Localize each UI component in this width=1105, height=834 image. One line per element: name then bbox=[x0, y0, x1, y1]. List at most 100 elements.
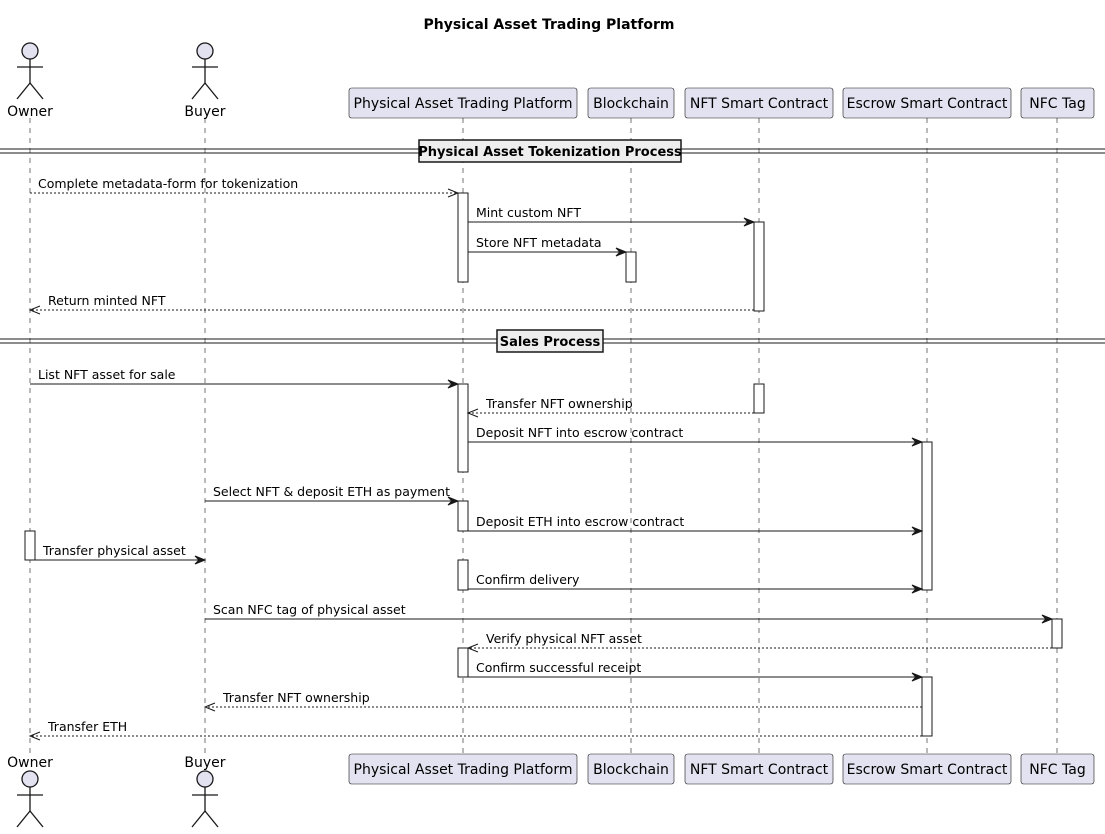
divider-label: Sales Process bbox=[500, 335, 601, 350]
participant-label: Escrow Smart Contract bbox=[847, 762, 1008, 778]
messages: Complete metadata-form for tokenizationM… bbox=[28, 176, 1054, 741]
message-label: Transfer ETH bbox=[47, 719, 127, 734]
message-9: Transfer physical asset bbox=[35, 543, 207, 565]
message-15: Transfer ETH bbox=[28, 719, 922, 741]
message-7: Select NFT & deposit ETH as payment bbox=[205, 484, 460, 506]
message-label: Transfer NFT ownership bbox=[222, 690, 370, 705]
actor-label: Owner bbox=[7, 755, 53, 771]
participant-nft-top: NFT Smart Contract bbox=[684, 87, 834, 119]
actor-owner-top: Owner bbox=[7, 42, 53, 120]
message-2: Store NFT metadata bbox=[468, 235, 628, 257]
arrow-head bbox=[911, 672, 924, 682]
actor-head-icon bbox=[21, 770, 39, 788]
actor-label: Buyer bbox=[184, 755, 225, 771]
participant-platform-bottom: Physical Asset Trading Platform bbox=[348, 753, 578, 785]
message-label: Verify physical NFT asset bbox=[486, 631, 642, 646]
participant-escrow-top: Escrow Smart Contract bbox=[842, 87, 1012, 119]
participant-nft-bottom: NFT Smart Contract bbox=[684, 753, 834, 785]
message-label: Mint custom NFT bbox=[476, 205, 581, 220]
divider-0: Physical Asset Tokenization Process bbox=[0, 139, 1105, 163]
message-label: Deposit ETH into escrow contract bbox=[476, 514, 684, 529]
participant-platform-top: Physical Asset Trading Platform bbox=[348, 87, 578, 119]
actor-owner-bottom: Owner bbox=[7, 755, 53, 828]
participant-nfc-bottom: NFC Tag bbox=[1020, 753, 1095, 785]
message-label: Return minted NFT bbox=[48, 293, 166, 308]
arrow-head bbox=[447, 379, 460, 389]
divider-label: Physical Asset Tokenization Process bbox=[418, 145, 682, 160]
participant-box bbox=[1020, 87, 1095, 119]
message-label: Transfer physical asset bbox=[42, 543, 186, 558]
message-label: List NFT asset for sale bbox=[38, 367, 176, 382]
participant-escrow-bottom: Escrow Smart Contract bbox=[842, 753, 1012, 785]
arrow-head bbox=[911, 584, 924, 594]
participant-box bbox=[842, 87, 1012, 119]
participant-label: Physical Asset Trading Platform bbox=[354, 762, 573, 778]
actor-leg bbox=[16, 810, 31, 828]
participant-box bbox=[842, 753, 1012, 785]
participant-label: Physical Asset Trading Platform bbox=[354, 96, 573, 112]
message-4: List NFT asset for sale bbox=[30, 367, 460, 389]
activation-bar-platform bbox=[457, 500, 469, 532]
participant-label: NFT Smart Contract bbox=[690, 96, 829, 112]
participant-label: NFC Tag bbox=[1029, 762, 1085, 778]
actor-buyer-top: Buyer bbox=[184, 42, 226, 120]
actor-label: Owner bbox=[7, 104, 53, 120]
divider-box bbox=[418, 139, 682, 163]
message-label: Transfer NFT ownership bbox=[485, 396, 633, 411]
activation-bar-platform bbox=[457, 559, 469, 591]
arrow-head bbox=[911, 526, 924, 536]
arrow-head bbox=[743, 217, 756, 227]
actor-head-icon bbox=[196, 42, 214, 60]
arrow-head bbox=[615, 247, 628, 257]
participant-box bbox=[587, 87, 675, 119]
activation-bar-nft bbox=[753, 221, 765, 312]
participant-label: NFT Smart Contract bbox=[690, 762, 829, 778]
activation-bar-escrow bbox=[921, 441, 933, 591]
message-label: Store NFT metadata bbox=[476, 235, 602, 250]
message-label: Confirm delivery bbox=[476, 572, 580, 587]
divider-1: Sales Process bbox=[0, 329, 1105, 353]
dividers: Physical Asset Tokenization ProcessSales… bbox=[0, 139, 1105, 353]
arrow-head bbox=[194, 555, 207, 565]
actor-buyer-bottom: Buyer bbox=[184, 755, 226, 828]
participant-nfc-top: NFC Tag bbox=[1020, 87, 1095, 119]
arrow-head bbox=[28, 731, 41, 741]
participant-box bbox=[1020, 753, 1095, 785]
message-10: Confirm delivery bbox=[468, 572, 924, 594]
arrow-head bbox=[466, 408, 479, 418]
message-11: Scan NFC tag of physical asset bbox=[205, 602, 1054, 624]
message-14: Transfer NFT ownership bbox=[203, 690, 922, 712]
message-label: Deposit NFT into escrow contract bbox=[476, 425, 683, 440]
arrow-head bbox=[447, 496, 460, 506]
arrow-head bbox=[911, 437, 924, 447]
activation-bar-nft bbox=[753, 383, 765, 414]
message-label: Confirm successful receipt bbox=[476, 660, 641, 675]
participant-box bbox=[684, 87, 834, 119]
message-label: Scan NFC tag of physical asset bbox=[213, 602, 406, 617]
diagram-title: Physical Asset Trading Platform bbox=[424, 17, 675, 33]
participant-blockchain-top: Blockchain bbox=[587, 87, 675, 119]
participant-box bbox=[684, 753, 834, 785]
arrow-head bbox=[1041, 614, 1054, 624]
actor-head-icon bbox=[196, 770, 214, 788]
participant-blockchain-bottom: Blockchain bbox=[587, 753, 675, 785]
arrow-head bbox=[466, 643, 479, 653]
participant-label: Escrow Smart Contract bbox=[847, 96, 1008, 112]
message-label: Complete metadata-form for tokenization bbox=[38, 176, 298, 191]
activation-bar-owner bbox=[24, 530, 36, 561]
arrow-head bbox=[203, 702, 216, 712]
actor-leg bbox=[204, 810, 219, 828]
divider-box bbox=[496, 329, 604, 353]
actor-leg bbox=[29, 810, 44, 828]
participant-label: NFC Tag bbox=[1029, 96, 1085, 112]
activation-bar-escrow bbox=[921, 676, 933, 737]
message-0: Complete metadata-form for tokenization bbox=[30, 176, 460, 198]
activation-bars bbox=[24, 192, 1063, 737]
participant-box bbox=[348, 87, 578, 119]
actor-head-icon bbox=[21, 42, 39, 60]
activation-bar-platform bbox=[457, 192, 469, 283]
actor-label: Buyer bbox=[184, 104, 225, 120]
message-6: Deposit NFT into escrow contract bbox=[468, 425, 924, 447]
